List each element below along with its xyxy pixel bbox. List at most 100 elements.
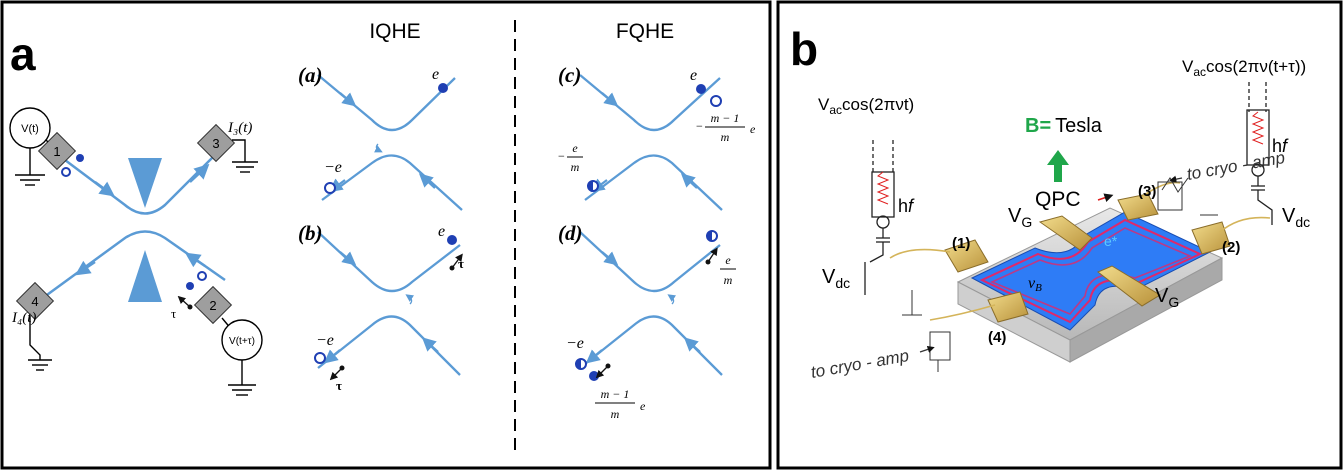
panel-b-letter: b <box>790 23 818 75</box>
rf-wave-left <box>876 171 890 205</box>
gate-top <box>1038 215 1093 251</box>
electron <box>76 154 84 162</box>
tau-dot <box>449 265 455 271</box>
contact-pad-4 <box>987 291 1029 323</box>
source-left-circuit <box>864 140 895 295</box>
lower-edge-channel <box>39 230 226 302</box>
frac-numerator: m − 1 <box>601 387 630 401</box>
label-d: (d) <box>558 221 583 245</box>
svg-text:4: 4 <box>31 294 38 309</box>
contact-3-label: (3) <box>1138 183 1156 200</box>
contact-4: 4 <box>15 281 55 321</box>
frac-numerator: e <box>725 253 731 267</box>
charge-minus-e: −e <box>566 335 584 352</box>
frac-denominator: m <box>724 273 733 287</box>
electron <box>696 84 706 94</box>
frac-numerator: m − 1 <box>711 111 740 125</box>
ground-left <box>902 290 922 316</box>
voltage-source-right <box>221 317 263 396</box>
iqhe-b <box>317 231 461 376</box>
panel-b: b <box>776 0 1343 470</box>
tau-dot <box>705 259 711 265</box>
electron <box>447 235 457 245</box>
rf-wave-right <box>1251 111 1265 145</box>
cryo-amp-left-arrow <box>919 345 935 353</box>
tau-dot <box>187 304 193 310</box>
electron <box>438 83 448 93</box>
svg-text:2: 2 <box>209 298 216 313</box>
upper-gate-triangle <box>128 158 162 208</box>
svg-text:1: 1 <box>53 144 60 159</box>
quasi-particle-half <box>707 231 712 241</box>
contact-pad-3 <box>1117 193 1159 221</box>
tau-dot <box>339 365 345 371</box>
bond-wires <box>889 181 1271 321</box>
substrate-front <box>1069 257 1223 363</box>
label-a: (a) <box>298 63 323 87</box>
contact-4-label: (4) <box>988 329 1006 346</box>
cryo-amp-right: to cryo - amp <box>1185 148 1286 184</box>
frac-minus: − <box>558 149 565 163</box>
contact-2: 2 <box>193 285 233 325</box>
hf-left: hf <box>898 196 915 216</box>
edge-channel-red <box>989 227 1193 315</box>
quasi-particle-half <box>588 181 593 191</box>
contact-3: 3 <box>196 123 236 163</box>
lower-gate-triangle <box>128 250 162 302</box>
iqhe-title: IQHE <box>369 20 420 43</box>
source-left-label: V(t) <box>21 123 39 135</box>
panel-a-letter: a <box>10 28 36 80</box>
hole <box>324 182 336 194</box>
vac-right: Vaccos(2πν(t+τ)) <box>1182 57 1306 79</box>
ground-contact-4 <box>28 316 52 371</box>
quasi-hole <box>710 95 722 107</box>
field-label: B=Tesla <box>1025 115 1103 137</box>
voltage-source-left <box>9 107 51 186</box>
edge-arrow <box>185 252 206 268</box>
panel-a: a 1 3 4 2 <box>0 0 772 470</box>
quasi-particle-half <box>576 359 581 369</box>
tau-label: τ <box>336 378 342 393</box>
edge-arrow <box>189 163 210 183</box>
contact-pad-1 <box>944 239 989 273</box>
charge-e: e <box>438 223 445 240</box>
tau-label: τ <box>458 256 464 271</box>
tau-label: τ <box>171 306 176 321</box>
nu-b-label: νB <box>1028 275 1042 294</box>
cryo-amp-left: to cryo - amp <box>809 346 910 382</box>
electron <box>186 282 194 290</box>
label-b: (b) <box>298 221 323 245</box>
vac-left: Vaccos(2πνt) <box>818 95 914 117</box>
current-4-label: I₄(t) <box>11 310 36 326</box>
vdc-right: Vdc <box>1282 205 1310 230</box>
qpc-schematic <box>39 144 226 302</box>
frac-denominator: m <box>611 407 620 421</box>
qpc-pointer <box>1097 193 1114 202</box>
upper-edge-channel <box>64 144 226 215</box>
iqhe-a <box>317 74 463 211</box>
charge-e: e <box>432 66 439 83</box>
vg-bottom: VG <box>1155 285 1179 310</box>
charge-minus-e: −e <box>316 332 334 349</box>
cryo-amp-right-arrow <box>1169 175 1183 183</box>
frac-denominator: m <box>721 130 730 144</box>
frac-numerator: e <box>572 141 578 155</box>
ground-contact-3 <box>232 139 258 173</box>
charge-minus-e: −e <box>324 159 342 176</box>
frac-minus: − <box>696 119 703 133</box>
label-c: (c) <box>558 63 581 87</box>
vg-top: VG <box>1008 205 1032 230</box>
frac-e: e <box>750 122 756 136</box>
hole <box>61 167 71 177</box>
fqhe-d <box>579 231 723 376</box>
contact-pad-2 <box>1191 221 1231 255</box>
source-right-circuit <box>1246 82 1273 225</box>
tau-dot <box>605 363 611 369</box>
hole <box>197 271 207 281</box>
e-star-label: e* <box>1104 233 1118 249</box>
panel-a-border <box>0 0 772 470</box>
contact-1-label: (1) <box>952 235 970 252</box>
edge-arrow <box>75 260 96 276</box>
contact-2-label: (2) <box>1222 239 1240 256</box>
